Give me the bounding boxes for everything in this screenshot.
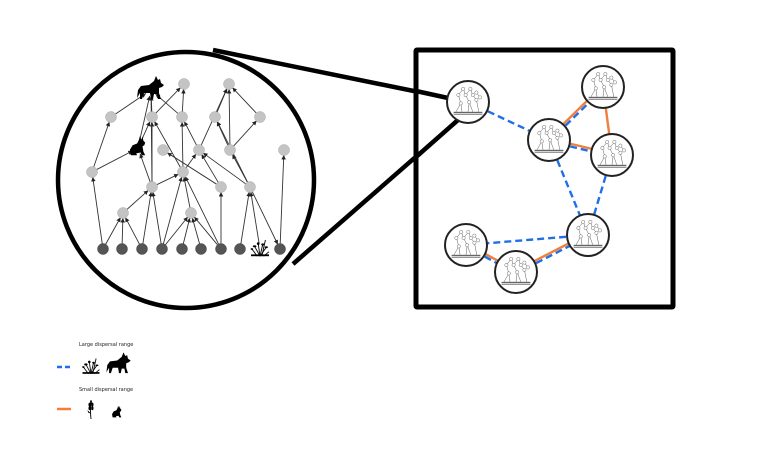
food-web-edge	[164, 216, 189, 246]
food-web-edge	[142, 191, 153, 245]
consumer-species-node	[178, 78, 190, 90]
food-web-edge	[96, 150, 133, 171]
consumer-species-node	[146, 181, 158, 193]
food-web-edge	[120, 217, 125, 245]
food-web-edge	[193, 216, 219, 246]
wolf-icon	[106, 352, 131, 374]
basal-species-node	[116, 243, 128, 255]
basal-species-node	[274, 243, 286, 255]
habitat-patch	[494, 250, 538, 294]
habitat-patch	[444, 223, 488, 267]
habitat-patch	[590, 133, 634, 177]
food-web-edge	[183, 121, 198, 146]
food-web-edge	[126, 190, 149, 210]
habitat-patch	[527, 118, 571, 162]
food-web-edge	[279, 154, 286, 245]
consumer-species-node	[193, 144, 205, 156]
food-web-edge	[166, 152, 218, 185]
consumer-species-node	[157, 144, 169, 156]
consumer-species-node	[224, 144, 236, 156]
food-web-edge	[201, 154, 219, 183]
plant-cluster-icon	[81, 358, 100, 375]
food-web-edge	[249, 191, 260, 244]
legend-small-title: Small dispersal range	[79, 387, 134, 393]
food-web-edge	[181, 88, 186, 113]
rabbit-icon	[112, 405, 122, 418]
food-web-edge	[184, 176, 220, 245]
habitat-patch	[446, 80, 490, 124]
zoom-line-top	[212, 47, 449, 101]
food-web-edge	[155, 87, 181, 114]
basal-species-node	[156, 243, 168, 255]
habitat-patches	[444, 65, 634, 294]
consumer-species-node	[86, 166, 98, 178]
food-web-edge	[233, 120, 257, 147]
basal-species-node	[195, 243, 207, 255]
food-web-edge	[182, 176, 191, 209]
food-web-edge	[216, 88, 228, 113]
consumer-species-node	[185, 207, 197, 219]
habitat-patch	[581, 65, 625, 109]
consumer-species-node	[177, 166, 189, 178]
consumer-species-node	[117, 207, 129, 219]
food-web-edge	[138, 95, 151, 143]
food-web-edge	[202, 152, 247, 185]
zoom-line-bottom-inner	[414, 118, 460, 159]
wheat-icon	[86, 399, 94, 420]
food-web-edge	[191, 217, 201, 245]
basal-species-node	[234, 243, 246, 255]
basal-species-node	[215, 243, 227, 255]
food-web-edge	[148, 95, 154, 183]
food-web-edge	[93, 121, 111, 168]
habitat-patch	[566, 213, 610, 257]
consumer-species-node	[209, 111, 221, 123]
consumer-species-node	[278, 144, 290, 156]
food-web-edge	[232, 87, 257, 114]
consumer-species-node	[244, 181, 256, 193]
food-web-edge	[154, 121, 181, 168]
food-web-edge	[226, 88, 232, 146]
consumer-species-node	[215, 181, 227, 193]
food-web-edge	[179, 121, 185, 168]
basal-species-node	[97, 243, 109, 255]
legend	[57, 352, 131, 420]
food-web-edge	[91, 176, 103, 245]
food-web-magnifier	[55, 49, 317, 311]
food-web-edge	[182, 217, 191, 245]
food-web-edge	[240, 191, 251, 245]
food-web-edge	[162, 176, 183, 245]
consumer-species-node	[146, 111, 158, 123]
food-web-edge	[151, 191, 162, 245]
basal-species-node	[176, 243, 188, 255]
food-web-edge	[139, 153, 151, 183]
consumer-species-node	[254, 111, 266, 123]
food-web-edge	[124, 217, 141, 245]
consumer-species-node	[176, 111, 188, 123]
food-web-edge	[251, 191, 279, 245]
consumer-species-node	[223, 78, 235, 90]
food-web-edge	[105, 217, 121, 245]
food-web-edge	[216, 121, 229, 146]
legend-large-title: Large dispersal range	[79, 342, 134, 348]
consumer-species-node	[105, 111, 117, 123]
food-web-edge	[156, 173, 179, 186]
basal-species-node	[136, 243, 148, 255]
zoom-line-top-inner	[415, 88, 449, 101]
food-web-network	[86, 76, 290, 257]
